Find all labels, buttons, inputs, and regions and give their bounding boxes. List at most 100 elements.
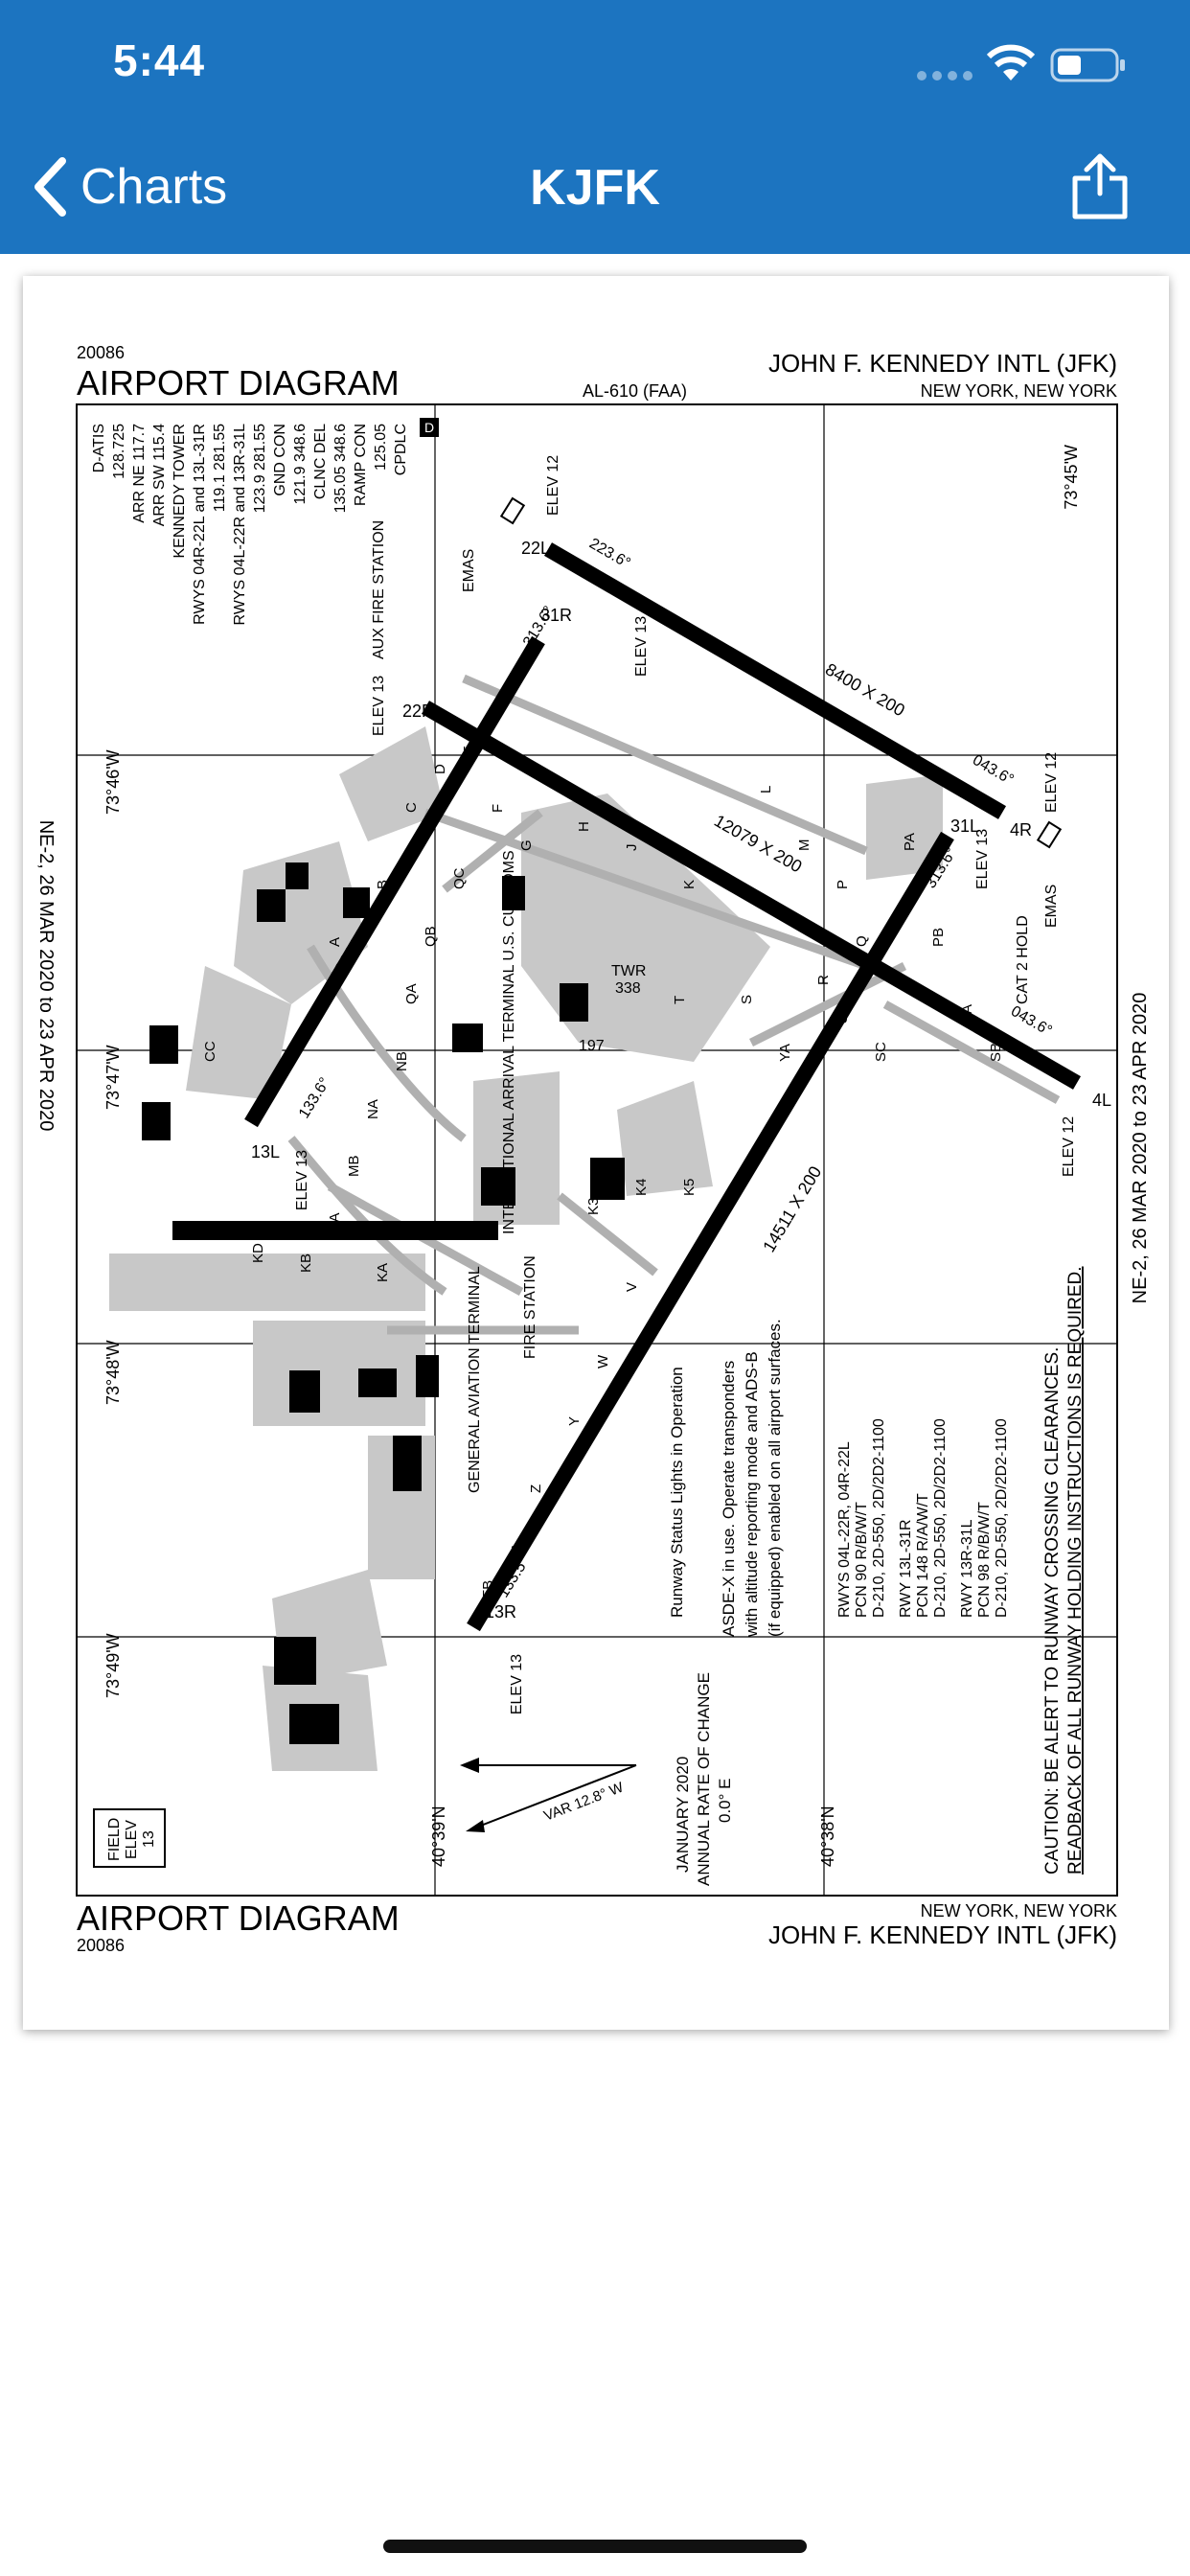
pcn-line: D-210, 2D-550, 2D/2D2-1100: [994, 1418, 1010, 1618]
emas-label-north: EMAS: [461, 549, 477, 592]
taxiway-label: KA: [375, 1263, 391, 1282]
international-terminal: INTERNATIONAL ARRIVAL TERMINAL U.S. CUST…: [501, 850, 517, 1234]
field-elev-3: 13: [141, 1830, 157, 1848]
asde-note-2: with altitude reporting mode and ADS-B: [743, 1351, 761, 1638]
taxiway-label: SA: [959, 1004, 975, 1024]
runway-4l-22r: [422, 701, 1081, 1090]
taxiway-label: F: [490, 804, 506, 813]
pcn-line: PCN 148 R/A/W/T: [915, 1493, 931, 1618]
frequency-line: RAMP CON: [353, 424, 369, 506]
taxiway-labels: ABCDEFGHJKLMPQRSTVWYZFAFBKAKBKDMAMBNANBQ…: [202, 746, 1004, 1598]
page-title: KJFK: [530, 160, 660, 216]
field-elev-box: [93, 1808, 166, 1868]
taxiway-label: D: [432, 764, 448, 774]
taxiway-label: C: [403, 802, 420, 813]
frequency-line: 135.05 348.6: [332, 424, 349, 514]
status-time: 5:44: [113, 35, 206, 85]
taxiway-label: Y: [566, 1416, 583, 1426]
cycle-left: NE-2, 26 MAR 2020 to 23 APR 2020: [35, 820, 57, 1132]
frequency-line: 121.9 348.6: [292, 424, 309, 505]
frequency-line: ARR SW 115.4: [151, 424, 168, 526]
taxiway-label: V: [624, 1282, 640, 1292]
taxiway-label: K: [681, 880, 698, 889]
rwy-13l-label: 13L: [251, 1142, 280, 1162]
rwy-31l-elev: ELEV 13: [974, 829, 991, 889]
taxiway-label: SB: [988, 1043, 1004, 1062]
rwy-13r-label: 13R: [485, 1602, 516, 1622]
frequency-line: GND CON: [272, 424, 288, 496]
terminal-buildings: [142, 862, 625, 1744]
taxiway-label: K5: [681, 1179, 698, 1196]
lat-label-38: 40°38'N: [818, 1806, 837, 1867]
taxiway-label: FA: [509, 1543, 525, 1560]
lat-label-39: 40°39'N: [429, 1806, 448, 1867]
taxiway-label: P: [835, 880, 851, 889]
rwy-31r-label: 31R: [540, 606, 572, 625]
frequency-line: ARR NE 117.7: [131, 424, 148, 523]
runway-4r-22l: [543, 542, 1007, 819]
taxiway-label: QB: [423, 926, 439, 947]
taxiway-label: QC: [451, 867, 468, 889]
emas-box-22l: [499, 496, 526, 525]
taxiway-label: PA: [902, 833, 918, 851]
airport-diagram[interactable]: 20086 AIRPORT DIAGRAM AL-610 (FAA) JOHN …: [23, 276, 1169, 2030]
taxiway-label: MA: [327, 1213, 343, 1235]
tower-height: 338: [615, 980, 641, 997]
taxiway-label: M: [796, 840, 812, 852]
city-bottom: NEW YORK, NEW YORK: [921, 1901, 1117, 1920]
taxiway-label: A: [327, 937, 343, 947]
pcn-line: RWY 13L-31R: [898, 1519, 914, 1618]
taxiway-label: NB: [394, 1051, 410, 1071]
rate-of-change-1: JANUARY 2020: [674, 1757, 692, 1873]
taxiway-label: SD: [835, 1003, 851, 1024]
rsl-note: Runway Status Lights in Operation: [668, 1367, 686, 1618]
tower-elev: 197: [579, 1038, 605, 1054]
rwy-4r-elev: ELEV 12: [1043, 752, 1060, 813]
pcn-line: RWYS 04L-22R, 04R-22L: [836, 1441, 853, 1618]
navigation-bar: 5:44 Charts KJFK: [0, 0, 1190, 254]
chart-code: AL-610 (FAA): [583, 381, 687, 401]
back-button-label: Charts: [80, 159, 228, 215]
frequency-line: 128.725: [111, 424, 127, 479]
frequency-line: CLNC DEL: [312, 424, 329, 499]
taxiway-label: B: [375, 880, 391, 889]
taxiway-label: K4: [633, 1179, 650, 1196]
lon-label-46: 73°46'W: [103, 749, 123, 815]
taxiway-label: MB: [346, 1156, 362, 1178]
taxiway-label: CC: [202, 1041, 218, 1062]
city-top: NEW YORK, NEW YORK: [921, 381, 1117, 401]
emas-label-south: EMAS: [1043, 885, 1060, 928]
taxiway-label: QA: [403, 983, 420, 1004]
share-icon[interactable]: [1069, 151, 1131, 220]
lon-label-49: 73°49'W: [103, 1633, 123, 1698]
frequency-line: 125.05: [373, 424, 389, 471]
rwy-4l-elev: ELEV 12: [1061, 1116, 1077, 1177]
rwy-22r-label: 22R: [402, 702, 434, 721]
taxiway-label: E: [461, 746, 477, 755]
rwy-22r-elev: ELEV 13: [371, 676, 387, 736]
taxiway-label: Q: [854, 935, 870, 947]
pcn-line: D-210, 2D-550, 2D/2D2-1100: [871, 1418, 887, 1618]
caution-line-2: READBACK OF ALL RUNWAY HOLDING INSTRUCTI…: [1065, 1267, 1086, 1875]
taxiway-label: KB: [298, 1254, 314, 1273]
rwy-4l-label: 4L: [1092, 1091, 1111, 1110]
frequency-line: 119.1 281.55: [212, 424, 228, 512]
magnetic-variation-arrow: [460, 1758, 637, 1832]
field-elev-1: FIELD: [106, 1818, 123, 1861]
taxiway-label: L: [758, 786, 774, 794]
rwy-4r-label: 4R: [1010, 820, 1032, 840]
back-button[interactable]: Charts: [33, 153, 227, 220]
pcn-line: RWY 13R-31L: [959, 1519, 975, 1618]
rate-of-change-2: ANNUAL RATE OF CHANGE: [695, 1672, 713, 1886]
taxiway-label: G: [518, 840, 535, 851]
taxiway-label: PB: [930, 928, 947, 947]
taxiway-label: K3: [585, 1198, 602, 1215]
chart-sheet[interactable]: 20086 AIRPORT DIAGRAM AL-610 (FAA) JOHN …: [23, 276, 1169, 2030]
frequency-line: 123.9 281.55: [252, 424, 268, 514]
cat2-hold-label: CAT 2 HOLD: [1015, 915, 1031, 1004]
taxiway-label: Z: [528, 1484, 544, 1493]
cellular-signal-icon: [917, 71, 973, 80]
cpdlc-badge-box: [420, 418, 439, 437]
home-indicator[interactable]: [383, 2540, 807, 2553]
